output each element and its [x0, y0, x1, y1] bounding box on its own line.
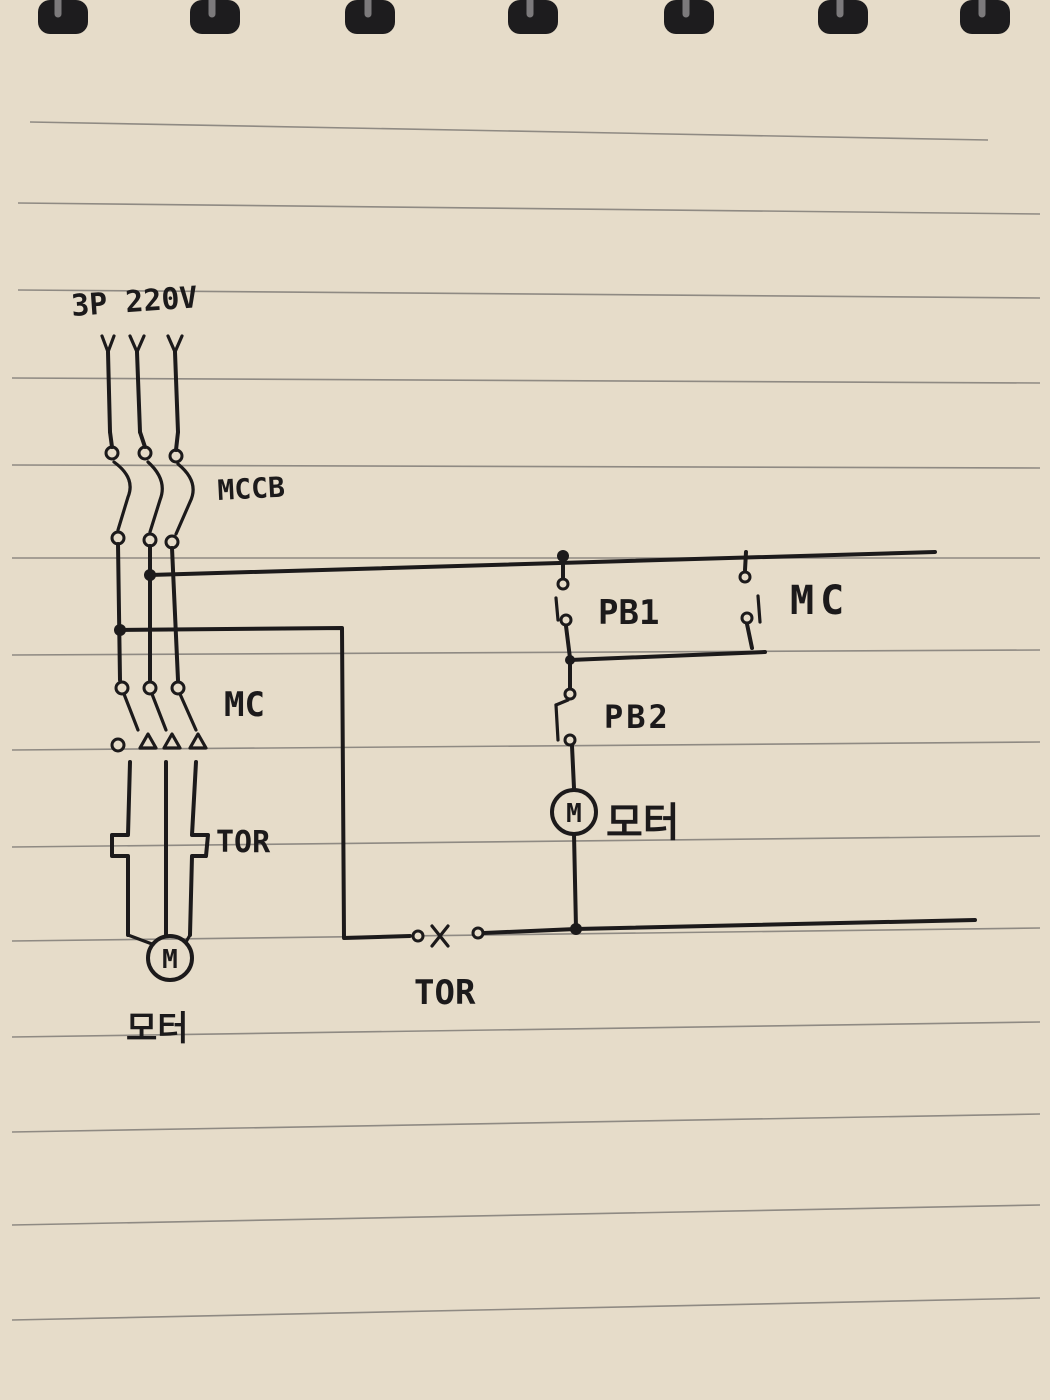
main-motor — [126, 933, 194, 982]
supply-label: 3P 220V — [70, 280, 199, 324]
coil-caption: 모터 — [606, 800, 680, 846]
tor-heater-and-motor-wiring — [110, 760, 210, 937]
mccb-breaker — [104, 430, 195, 550]
pb1-label: PB1 — [598, 593, 659, 633]
supply-lines — [100, 334, 184, 434]
pb2-label: PB2 — [604, 698, 671, 736]
motor-main-symbol: M — [162, 945, 178, 975]
spiral-binding — [38, 0, 1010, 34]
mccb-label: MCCB — [217, 471, 286, 507]
mc-aux-label: MC — [790, 578, 850, 624]
tor-main-label: TOR — [216, 825, 271, 860]
control-tap-lines — [114, 550, 937, 940]
motor-main-caption: 모터 — [126, 1009, 189, 1049]
mc-main-contacts — [110, 680, 208, 753]
coil-symbol: M — [566, 799, 582, 829]
control-rung — [411, 550, 977, 948]
main-conductors — [116, 542, 180, 682]
mc-main-label: MC — [224, 685, 265, 725]
tor-aux-label: TOR — [414, 973, 476, 1013]
ruled-lines — [11, 121, 1041, 1321]
